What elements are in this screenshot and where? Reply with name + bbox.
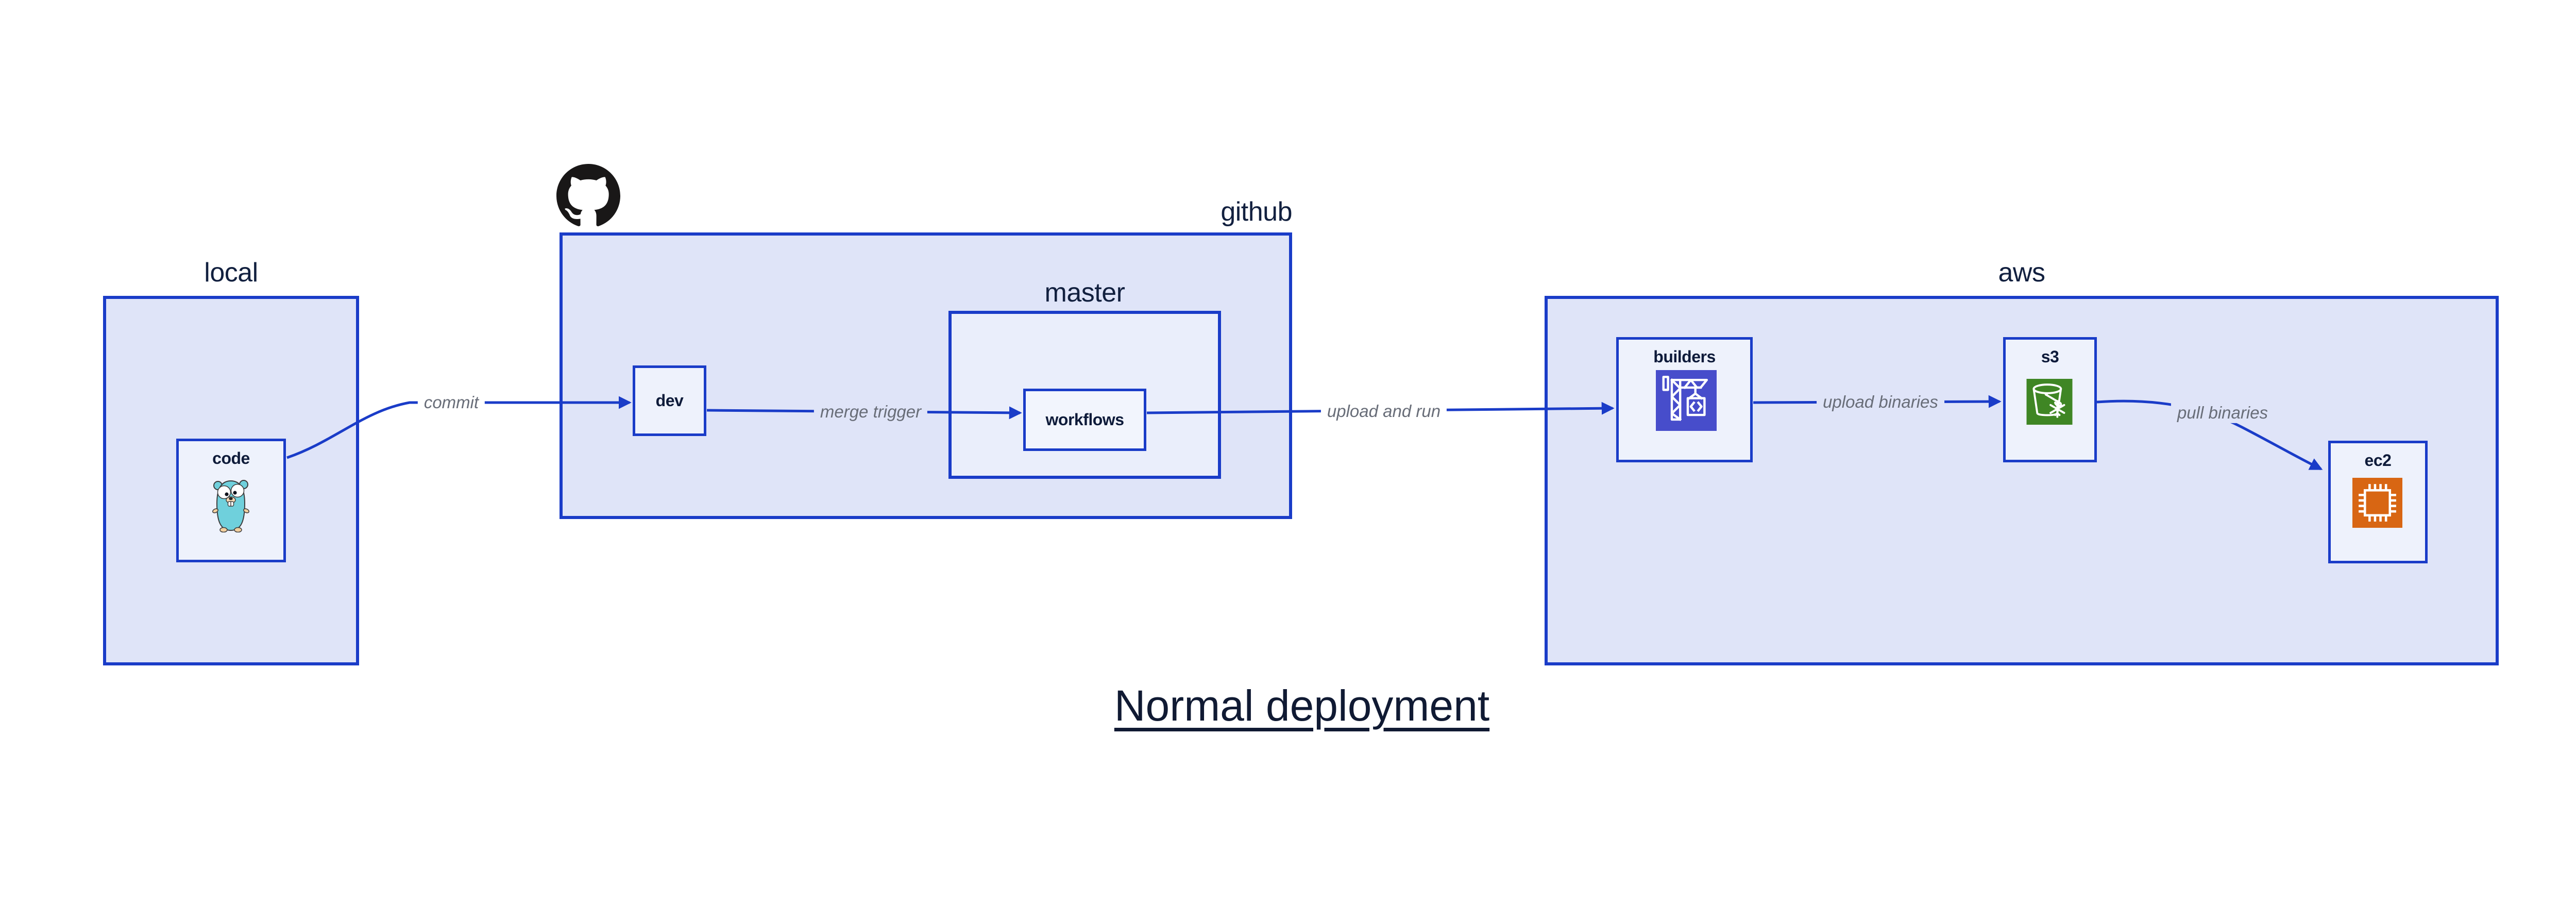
node-ec2: ec2 — [2328, 441, 2428, 563]
github-octocat-icon — [556, 164, 620, 226]
code-label: code — [212, 449, 250, 467]
node-workflows: workflows — [1023, 389, 1146, 451]
s3-label: s3 — [2041, 347, 2059, 366]
workflows-label: workflows — [1045, 410, 1124, 429]
ec2-chip-icon — [2352, 478, 2402, 528]
ec2-label: ec2 — [2364, 451, 2392, 470]
github-label: github — [1221, 197, 1292, 227]
local-label: local — [204, 258, 258, 288]
dev-label: dev — [655, 391, 684, 410]
node-dev: dev — [633, 365, 706, 436]
edge-commit — [286, 396, 632, 459]
pull-binaries-edge-label: pull binaries — [2171, 402, 2275, 424]
edge-pull-binaries — [2096, 399, 2323, 471]
upload-and-run-edge-label: upload and run — [1320, 400, 1447, 422]
s3-glacier-bucket-icon — [2026, 379, 2073, 425]
master-label: master — [1044, 278, 1125, 308]
go-gopher-icon — [212, 480, 249, 532]
builders-label: builders — [1653, 347, 1716, 366]
commit-edge-label: commit — [417, 392, 485, 413]
diagram-title: Normal deployment — [1114, 681, 1490, 730]
upload-binaries-edge-label: upload binaries — [1817, 391, 1944, 413]
aws-label: aws — [1998, 258, 2045, 288]
codebuild-crane-icon — [1656, 370, 1717, 431]
merge-trigger-edge-label: merge trigger — [814, 401, 928, 423]
